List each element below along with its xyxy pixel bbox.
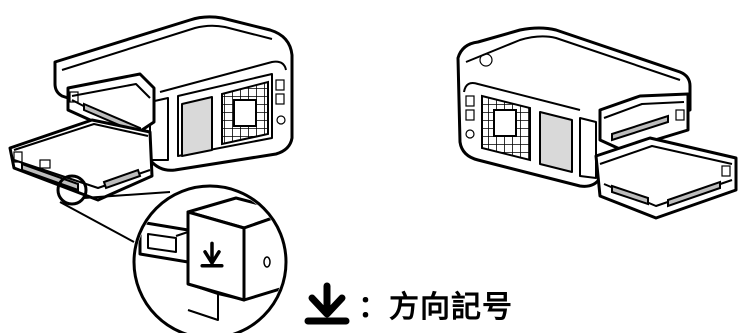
direction-mark-small-icon: [200, 241, 224, 268]
vent-grid-right: [481, 94, 531, 162]
lower-drive-tray-right: [594, 136, 738, 220]
magnify-source-circle: [56, 174, 88, 206]
lower-drive-tray-left: [8, 118, 154, 202]
legend: ：方向記号: [302, 282, 513, 326]
vent-grid-left: [221, 80, 269, 146]
direction-arrow-icon: [304, 282, 350, 325]
legend-label: ：方向記号: [358, 290, 513, 325]
upper-drive-tray-right: [598, 92, 690, 152]
magnified-detail: [132, 184, 288, 333]
leader-line-lower: [83, 191, 171, 199]
leader-line-upper: [59, 201, 135, 243]
left-drive-cage: [8, 15, 294, 243]
right-drive-cage: [456, 26, 738, 220]
